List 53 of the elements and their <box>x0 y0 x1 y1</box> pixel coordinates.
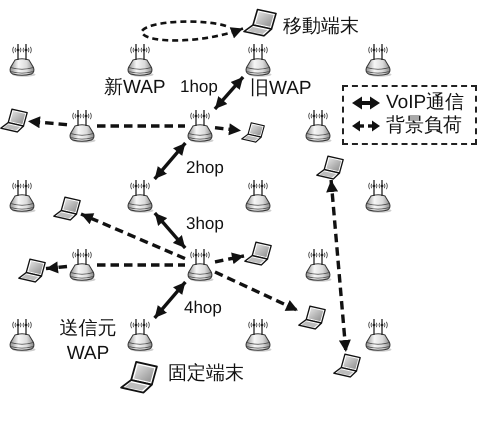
laptop-icon <box>0 107 28 133</box>
dashed-line <box>97 124 185 128</box>
edge-label: 2hop <box>186 158 224 177</box>
dashed-arrow <box>46 261 68 274</box>
wireless-router-icon <box>125 43 155 77</box>
legend-label: VoIP通信 <box>386 92 464 114</box>
wireless-router-icon <box>363 179 393 213</box>
laptop-icon <box>298 304 326 330</box>
wireless-router-icon <box>7 43 37 77</box>
wireless-router-icon <box>363 318 393 352</box>
edge-label: 3hop <box>186 214 224 233</box>
wireless-router-icon <box>67 109 97 143</box>
laptop-icon <box>316 154 344 180</box>
dashed-arrow <box>214 123 242 136</box>
dashed-line <box>97 263 185 267</box>
wireless-router-icon <box>363 43 393 77</box>
double-arrow <box>214 76 244 110</box>
laptop-icon <box>53 195 81 221</box>
wireless-router-icon <box>243 179 273 213</box>
laptop-icon <box>244 240 272 266</box>
wireless-router-icon <box>7 318 37 352</box>
wireless-router-icon <box>303 248 333 282</box>
dashed-arrow <box>214 270 299 312</box>
laptop-icon <box>120 358 158 394</box>
dashed-double-arrow <box>326 180 351 352</box>
node-label: 送信元WAP <box>58 317 118 366</box>
wireless-router-icon <box>185 109 215 143</box>
dashed-arrow <box>28 116 68 128</box>
wireless-router-icon <box>125 318 155 352</box>
node-label: 固定端末 <box>168 363 244 384</box>
laptop-icon <box>243 7 277 37</box>
wireless-router-icon <box>125 179 155 213</box>
laptop-icon <box>333 352 361 378</box>
edge-label: 4hop <box>184 298 222 317</box>
wireless-router-icon <box>243 318 273 352</box>
wireless-router-icon <box>303 109 333 143</box>
dashed-curved-arrow <box>140 20 244 42</box>
laptop-icon <box>241 121 265 143</box>
wireless-router-icon <box>7 179 37 213</box>
wireless-router-icon <box>243 43 273 77</box>
legend-label: 背景負荷 <box>386 115 462 137</box>
double-arrow <box>153 280 187 320</box>
edge-label: 1hop <box>180 77 218 96</box>
laptop-icon <box>18 257 46 283</box>
wireless-router-icon <box>185 248 215 282</box>
dashed-arrow <box>80 212 186 260</box>
dashed-arrow <box>214 252 244 264</box>
node-label: 旧WAP <box>250 78 312 99</box>
wireless-router-icon <box>67 248 97 282</box>
double-arrow <box>154 212 186 250</box>
node-label: 移動端末 <box>283 16 359 37</box>
double-arrow <box>153 142 187 180</box>
node-label: 新WAP <box>104 77 166 98</box>
